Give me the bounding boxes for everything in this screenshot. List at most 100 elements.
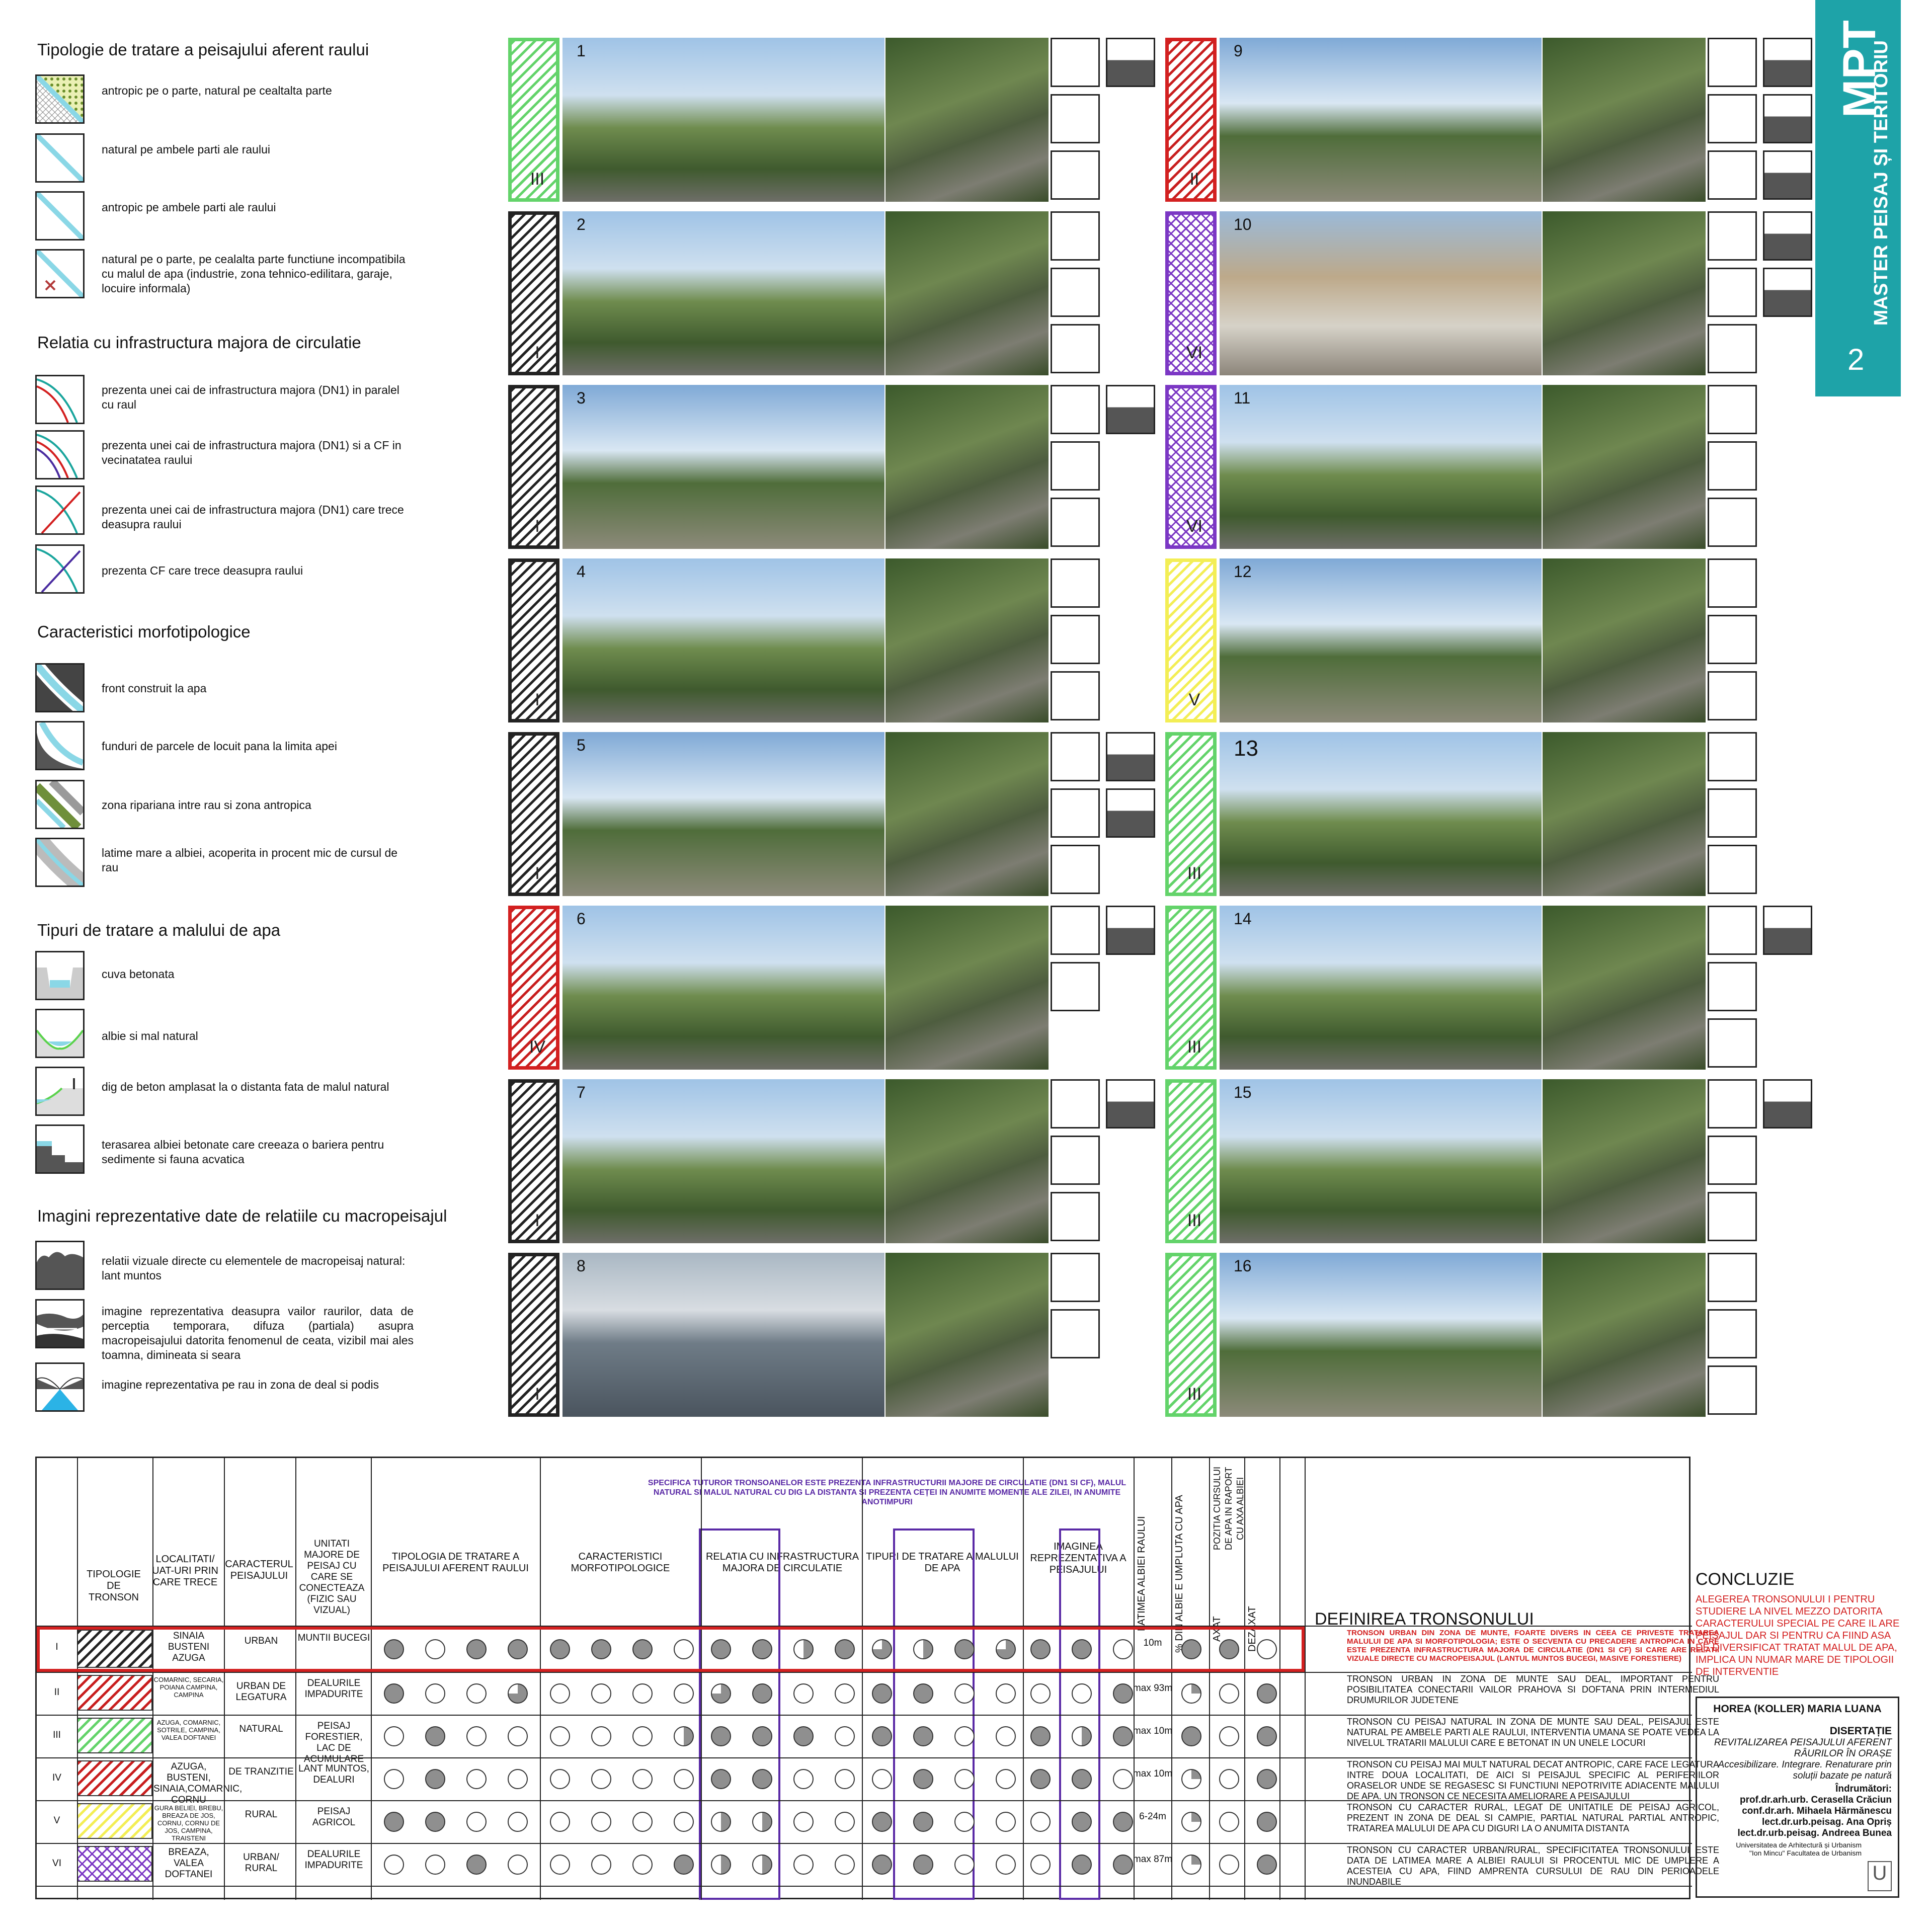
typology-icon [1763, 906, 1812, 955]
row-character: RURAL [245, 1809, 278, 1820]
typology-icon [1708, 615, 1757, 664]
legend-item: funduri de parcele de locuit pana la lim… [35, 721, 488, 771]
segment-icons [1051, 1079, 1161, 1245]
segment-hatch: I [508, 1079, 559, 1243]
typology-icon [1763, 211, 1812, 261]
value-dot [835, 1639, 855, 1659]
header-definition: DEFINIREA TRONSONULUI [1315, 1609, 1534, 1629]
typology-icon [1051, 732, 1100, 781]
segment-type-label: I [535, 1385, 540, 1404]
header-typology: TIPOLOGIE DE TRONSON [87, 1569, 141, 1603]
header-units: UNITATI MAJORE DE PEISAJ CU CARE SE CONE… [299, 1539, 365, 1616]
segment-number: 4 [577, 562, 586, 581]
legend-text: natural pe ambele parti ale raului [102, 143, 270, 156]
row-definition: TRONSON CU CARACTER URBAN/RURAL, SPECIFI… [1347, 1845, 1719, 1887]
concrete-basin-icon [35, 951, 85, 1000]
value-dot [425, 1639, 445, 1659]
author: HOREA (KOLLER) MARIA LUANA [1713, 1703, 1882, 1715]
segment-photo: 5 [562, 732, 884, 896]
thesis-type: DISERTAȚIE [1829, 1725, 1892, 1737]
value-dot [793, 1768, 814, 1789]
value-dot [1072, 1683, 1092, 1704]
segment-type-label: VI [1186, 517, 1203, 536]
row-units: PEISAJ AGRICOL [312, 1806, 356, 1828]
typology-icon [1051, 38, 1100, 87]
value-dot [632, 1639, 653, 1659]
value-dot [508, 1726, 528, 1746]
typology-icon [1708, 845, 1757, 894]
typology-icon [1708, 38, 1757, 87]
legend-item: terasarea albiei betonate care creeaza o… [35, 1124, 488, 1175]
value-dot [954, 1768, 975, 1789]
value-dot [591, 1683, 611, 1704]
value-dot [711, 1726, 731, 1746]
typology-icon [1051, 268, 1100, 317]
segment-icons [1708, 385, 1818, 551]
satellite-image [886, 211, 1049, 375]
legend-item: imagine reprezentativa pe rau in zona de… [35, 1362, 488, 1413]
header-localities: LOCALITATI/ UAT-URI PRIN CARE TRECE [152, 1554, 218, 1588]
typology-icon [1051, 906, 1100, 955]
segment-photo: 7 [562, 1079, 884, 1243]
value-dot [1113, 1683, 1133, 1704]
segment-hatch: V [1165, 558, 1217, 722]
wide-bed-icon [35, 838, 85, 887]
segment-number: 11 [1234, 389, 1251, 407]
typology-icon [1051, 1136, 1100, 1185]
segment-number: 14 [1234, 910, 1252, 928]
segment-type-label: IV [529, 1037, 546, 1057]
segment-type-label: II [1189, 170, 1199, 189]
mountain-view-icon [35, 1241, 85, 1290]
value-dot [591, 1854, 611, 1875]
value-dot [872, 1726, 892, 1746]
segment-photo: 10 [1220, 211, 1542, 375]
segment-number: 6 [577, 910, 586, 928]
segment-photo: 6 [562, 906, 884, 1070]
typology-icon [1763, 38, 1812, 87]
university: Universitatea de Arhitectură și Urbanism… [1736, 1841, 1862, 1857]
value-dot [1219, 1683, 1239, 1704]
legend-item: cuva betonata [35, 951, 488, 1001]
segment-hatch: I [508, 211, 559, 375]
value-dot [1030, 1726, 1051, 1746]
value-dot [872, 1768, 892, 1789]
typology-icon [1708, 962, 1757, 1011]
value-dot [674, 1726, 694, 1746]
value-dot [1113, 1726, 1133, 1746]
segment-hatch: VI [1165, 385, 1217, 549]
legend-text: zona ripariana intre rau si zona antropi… [102, 798, 311, 812]
segment-number: 12 [1234, 562, 1252, 581]
legend-item: prezenta unei cai de infrastructura majo… [35, 486, 488, 536]
value-dot [632, 1811, 653, 1832]
terracing-icon [35, 1124, 85, 1174]
satellite-image [886, 906, 1049, 1070]
value-dot [674, 1683, 694, 1704]
row-roman: I [55, 1642, 58, 1652]
value-dot [1113, 1811, 1133, 1832]
column-divider [1171, 1458, 1172, 1900]
legend-item: latime mare a albiei, acoperita in proce… [35, 838, 488, 888]
segment-number: 8 [577, 1257, 586, 1275]
value-dot [954, 1726, 975, 1746]
value-dot [384, 1639, 404, 1659]
legend-text: prezenta unei cai de infrastructura majo… [102, 439, 401, 466]
value-dot [913, 1811, 933, 1832]
value-dot [1030, 1639, 1051, 1659]
segment-icons [1708, 1253, 1818, 1419]
segment-icons [1051, 38, 1161, 204]
typology-icon [1106, 38, 1155, 87]
segment-type-label: I [535, 343, 540, 362]
legend-text: prezenta unei cai de infrastructura majo… [102, 383, 399, 411]
segment-photo: 12 [1220, 558, 1542, 722]
value-dot [591, 1639, 611, 1659]
legend-title-morphology: Caracteristici morfotipologice [37, 622, 251, 641]
row-character: URBAN DE LEGATURA [235, 1681, 287, 1703]
segment-photo: 13 [1220, 732, 1542, 896]
anthropic-natural-icon [35, 74, 85, 124]
row-units: DEALURILE IMPADURITE [304, 1678, 363, 1700]
row-character: NATURAL [239, 1724, 283, 1734]
typology-icon [1708, 385, 1757, 434]
satellite-image [1543, 906, 1706, 1070]
